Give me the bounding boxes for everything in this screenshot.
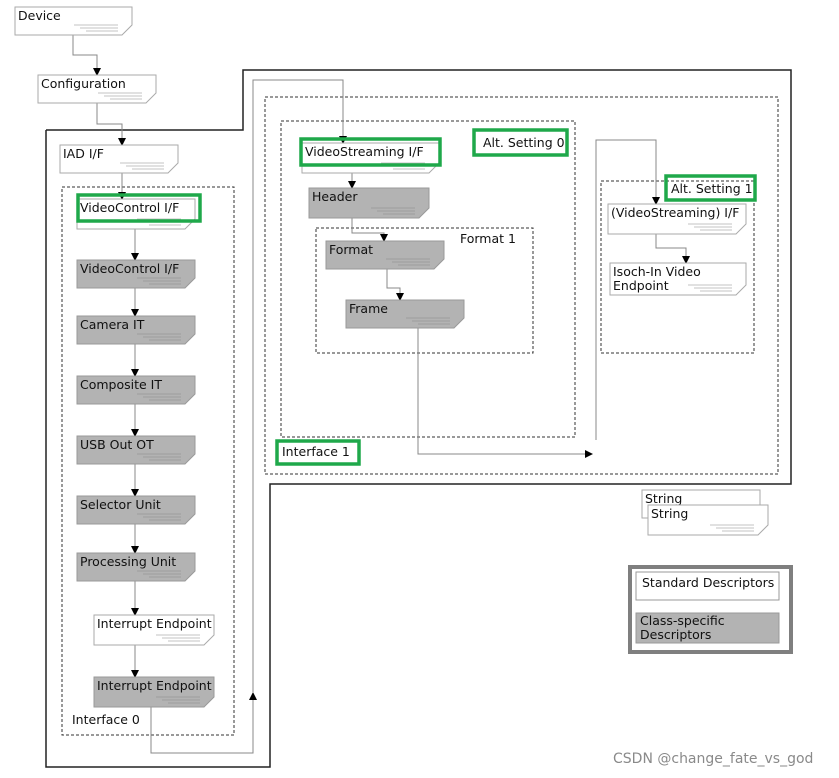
interrupt-endpoint-class-node: Interrupt Endpoint (93, 676, 215, 708)
configuration-node-label: Configuration (41, 76, 126, 91)
connector-line (595, 139, 660, 440)
frame-node-label: Frame (349, 301, 388, 316)
highlight-alt-setting0 (472, 128, 569, 157)
connector-line (252, 79, 347, 693)
string-node-2: String (647, 504, 769, 536)
interrupt-endpoint-class-node-label: Interrupt Endpoint (97, 678, 212, 693)
frame-node: Frame (345, 299, 465, 329)
device-node: Device (14, 6, 133, 36)
legend-class-label-line2: Descriptors (640, 627, 711, 642)
connector-line (72, 35, 101, 76)
watermark: CSDN @change_fate_vs_god (613, 751, 813, 767)
header-node: Header (308, 187, 430, 219)
connector-line (417, 328, 593, 458)
processing-unit-node: Processing Unit (76, 552, 196, 582)
interface1-label: Interface 1 (282, 444, 350, 459)
legend-box (628, 565, 793, 654)
legend-standard-label: Standard Descriptors (642, 575, 774, 590)
format-node: Format (325, 240, 445, 270)
connector-line (150, 692, 257, 754)
isoch-label-line2: Endpoint (613, 278, 669, 293)
highlight-alt-setting1 (664, 174, 757, 202)
highlight-videocontrol (76, 193, 202, 223)
selector-unit-node-label: Selector Unit (80, 497, 161, 512)
string-node-1-label: String (645, 491, 682, 506)
highlight-interface1 (275, 439, 361, 466)
iad-interface-node-label: IAD I/F (63, 146, 104, 161)
alt-setting0-label: Alt. Setting 0 (483, 135, 565, 150)
alt-setting0-group (280, 120, 576, 438)
string-node-2-label: String (651, 506, 688, 521)
interface1-group (264, 96, 779, 475)
videocontrol-class-node: VideoControl I/F (76, 259, 196, 289)
isoch-label-line1: Isoch-In Video (613, 264, 701, 279)
usb-out-ot-node: USB Out OT (76, 435, 196, 465)
videocontrol-class-node-label: VideoControl I/F (80, 261, 179, 276)
format1-label: Format 1 (460, 231, 516, 246)
connector-line (386, 269, 404, 301)
alt-setting1-label: Alt. Setting 1 (671, 181, 753, 196)
videostreaming-alt1-node-label: (VideoStreaming) I/F (611, 205, 739, 220)
selector-unit-node: Selector Unit (76, 495, 196, 525)
videostreaming-interface-node-label: VideoStreaming I/F (305, 144, 424, 159)
videocontrol-standard-node: VideoControl I/F (76, 198, 196, 230)
interface0-label: Interface 0 (72, 712, 140, 727)
legend-class-label-line1: Class-specific (640, 613, 725, 628)
connector-line (96, 103, 126, 146)
composite-it-node: Composite IT (76, 375, 196, 405)
format-node-label: Format (329, 242, 373, 257)
processing-unit-node-label: Processing Unit (80, 554, 176, 569)
connector-line (655, 234, 690, 264)
format1-group (315, 227, 534, 354)
iad-interface-node: IAD I/F (59, 144, 179, 174)
interrupt-endpoint-standard-node-label: Interrupt Endpoint (97, 616, 212, 631)
videostreaming-interface-node: VideoStreaming I/F (301, 142, 440, 174)
interrupt-endpoint-standard-node: Interrupt Endpoint (93, 614, 215, 646)
camera-it-node: Camera IT (76, 315, 196, 345)
interface0-group (61, 186, 235, 736)
legend-class-swatch (635, 612, 780, 644)
device-node-label: Device (18, 8, 61, 23)
composite-it-node-label: Composite IT (80, 377, 162, 392)
alt-setting1-group (600, 180, 755, 354)
configuration-region-border (45, 69, 792, 768)
configuration-node: Configuration (37, 74, 157, 104)
videostreaming-alt1-node: (VideoStreaming) I/F (607, 203, 747, 235)
videocontrol-standard-node-label: VideoControl I/F (80, 200, 179, 215)
legend-standard-swatch (635, 571, 780, 601)
camera-it-node-label: Camera IT (80, 317, 145, 332)
connector-line (351, 218, 388, 242)
usb-out-ot-node-label: USB Out OT (80, 437, 154, 452)
highlight-videostreaming (299, 137, 442, 167)
header-node-label: Header (312, 189, 358, 204)
